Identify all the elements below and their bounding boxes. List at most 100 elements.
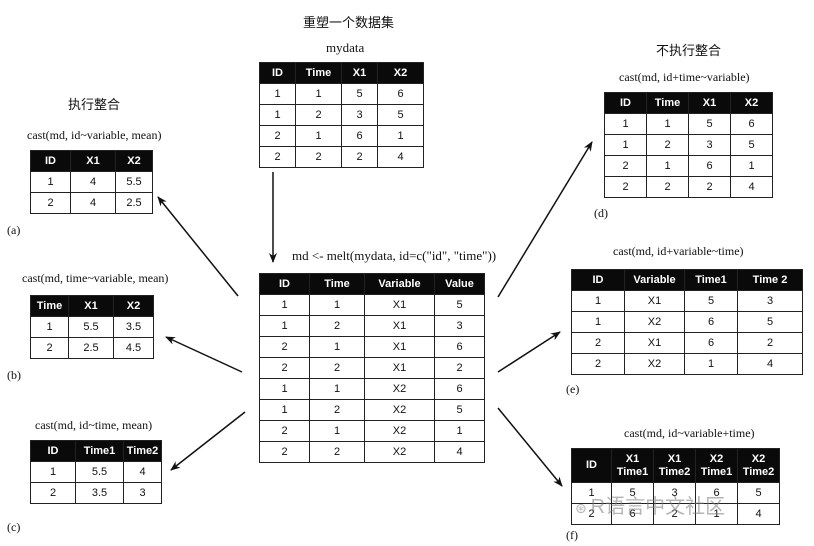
- table-cell: 2: [259, 441, 310, 463]
- table-cell: 2: [259, 125, 296, 147]
- table-cell: 1: [571, 311, 625, 333]
- table-cell: X2: [624, 353, 685, 375]
- table-cell: X2: [364, 399, 435, 421]
- table-cell: 1: [30, 316, 69, 338]
- table-cell: 5: [434, 294, 485, 316]
- header-cell: X2: [113, 295, 154, 317]
- table-cell: 2: [571, 353, 625, 375]
- header-cell: X1 Time2: [653, 448, 696, 483]
- header-cell: ID: [571, 448, 612, 483]
- header-cell: X1: [688, 92, 731, 114]
- header-cell: ID: [259, 62, 296, 84]
- table-cell: 3: [434, 315, 485, 337]
- panel-f-tag: (f): [566, 528, 578, 542]
- table-cell: 1: [30, 171, 71, 193]
- table-cell: 6: [688, 155, 731, 177]
- table-cell: 2.5: [68, 337, 114, 359]
- table-cell: 4: [70, 171, 116, 193]
- table-cell: 1: [259, 83, 296, 105]
- header-cell: X1: [70, 150, 116, 172]
- table-cell: 1: [259, 378, 310, 400]
- table-cell: 2: [737, 332, 803, 354]
- table-cell: 5: [688, 113, 731, 135]
- watermark: ⊛ R语言中文社区: [575, 490, 725, 519]
- header-cell: Time1: [684, 269, 738, 291]
- table-cell: 2: [646, 134, 689, 156]
- table-cell: 1: [309, 336, 365, 358]
- table-cell: 5.5: [68, 316, 114, 338]
- table-cell: X1: [624, 290, 685, 312]
- no-integrate-title: 不执行整合: [656, 43, 722, 58]
- table-cell: 1: [259, 399, 310, 421]
- table-cell: X2: [364, 441, 435, 463]
- table-cell: 4: [123, 461, 162, 483]
- arrow-to-panel-a: [157, 196, 239, 297]
- table-cell: X1: [364, 294, 435, 316]
- table-cell: 4: [70, 192, 116, 214]
- table-cell: 1: [684, 353, 738, 375]
- table-cell: 1: [730, 155, 773, 177]
- table-cell: 2: [688, 176, 731, 198]
- table-cell: 2: [434, 357, 485, 379]
- table-cell: 2: [309, 399, 365, 421]
- header-cell: X1: [341, 62, 378, 84]
- table-cell: 4: [434, 441, 485, 463]
- melt-label: md <- melt(mydata, id=c("id", "time")): [292, 248, 497, 263]
- table-cell: 1: [646, 155, 689, 177]
- header-cell: X2 Time2: [737, 448, 780, 483]
- table-cell: 5: [730, 134, 773, 156]
- table-cell: 2: [259, 420, 310, 442]
- arrow-to-panel-f: [497, 407, 563, 487]
- header-cell: Value: [434, 273, 485, 295]
- table-cell: 6: [434, 336, 485, 358]
- table-cell: 1: [604, 134, 647, 156]
- header-cell: Time1: [75, 440, 124, 462]
- table-cell: 1: [309, 294, 365, 316]
- mydata-label: mydata: [326, 40, 365, 55]
- table-cell: 2: [295, 146, 342, 168]
- header-cell: X2 Time1: [695, 448, 738, 483]
- table-cell: 3: [688, 134, 731, 156]
- table-cell: 5: [341, 83, 378, 105]
- table-cell: 1: [259, 104, 296, 126]
- header-cell: X2: [730, 92, 773, 114]
- table-cell: 2: [571, 503, 612, 525]
- table-cell: 5: [737, 311, 803, 333]
- table-cell: 4: [737, 353, 803, 375]
- table-cell: 1: [646, 113, 689, 135]
- header-cell: Time: [646, 92, 689, 114]
- header-cell: Time2: [123, 440, 162, 462]
- panel-d-tag: (d): [594, 206, 608, 220]
- table-cell: 2: [30, 192, 71, 214]
- panel-c-label: cast(md, id~time, mean): [35, 418, 153, 432]
- panel-e-label: cast(md, id+variable~time): [613, 244, 744, 258]
- table-cell: 1: [259, 294, 310, 316]
- table-cell: 2: [646, 176, 689, 198]
- table-cell: 2: [30, 337, 69, 359]
